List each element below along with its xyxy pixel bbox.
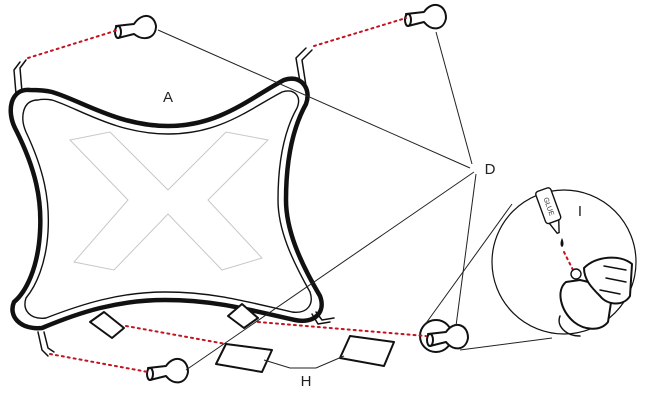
leader-d-to-foot-bottom-left: [185, 171, 475, 371]
tray-hook-bottom-left: [37, 331, 55, 357]
detail-dots: [563, 251, 575, 273]
detail-connector: [423, 203, 553, 351]
foot-bottom-left: [146, 357, 189, 384]
leader-d-to-foot-top-left: [157, 29, 471, 169]
glue-drip: [560, 238, 564, 247]
tray-hook-bottom-right: [311, 311, 335, 325]
foot-bottom-right: [419, 319, 469, 353]
leader-d-to-foot-top-right: [435, 31, 473, 165]
tray-outer-frame: [8, 76, 324, 331]
detail-inset: GLUE: [423, 187, 637, 351]
guide-dots-top-left: [27, 29, 119, 59]
label-a: A: [163, 89, 173, 106]
held-foot: [570, 268, 582, 280]
pad-right: [339, 335, 395, 367]
hand-finger-lines: [599, 265, 627, 295]
tray-a: [8, 47, 335, 357]
tray-foot-front-right: [227, 303, 259, 329]
tray-inner-frame: [22, 90, 312, 319]
guide-dots-right: [257, 321, 427, 337]
foot-top-right: [404, 3, 447, 30]
guide-dots-top-right: [313, 17, 407, 47]
label-h: H: [301, 373, 312, 390]
tray-hook-top-left: [13, 59, 27, 95]
tray-foot-front-left: [89, 311, 125, 339]
glue-bottle: GLUE: [535, 187, 562, 235]
foot-top-left: [114, 15, 157, 40]
leader-d-to-foot-bottom-right: [455, 173, 477, 327]
hand-sleeve: [558, 315, 581, 337]
pad-left: [215, 343, 273, 373]
label-d: D: [485, 161, 496, 178]
guide-dots-pads: [125, 325, 227, 345]
leader-h: [263, 355, 345, 369]
guide-dots-bottom-left: [49, 353, 149, 373]
label-i: I: [578, 203, 582, 220]
tray-hook-top-right: [295, 47, 313, 87]
tray-x-pattern: [69, 131, 270, 271]
